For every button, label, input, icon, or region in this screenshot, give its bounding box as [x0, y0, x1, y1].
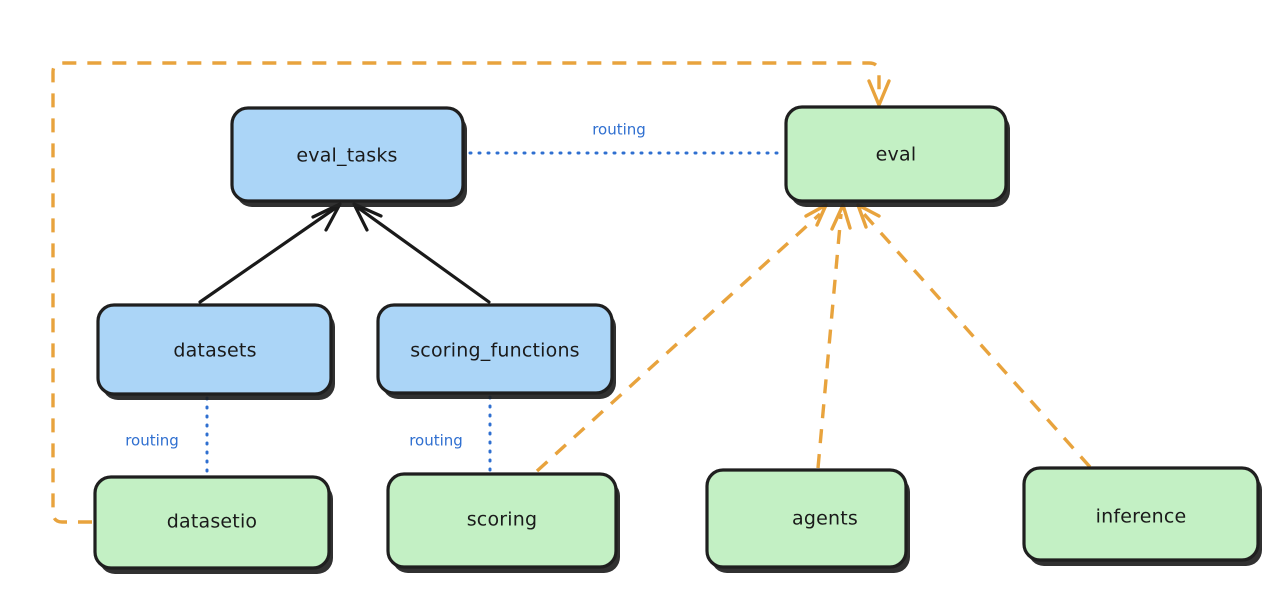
node-eval_tasks-label: eval_tasks — [296, 145, 397, 167]
edge-scoring-to-eval-arrowhead — [804, 203, 828, 227]
edge-agents-to-eval — [816, 203, 852, 469]
edge-datasets-to-eval_tasks-line — [198, 205, 339, 304]
node-eval_tasks-box[interactable] — [230, 106, 465, 203]
node-agents-box[interactable] — [705, 468, 908, 569]
edge-group-routing — [205, 151, 786, 475]
edge-group-inherit — [198, 202, 491, 304]
node-datasets[interactable]: datasets — [96, 303, 335, 400]
node-eval_tasks[interactable]: eval_tasks — [230, 106, 467, 207]
edge-datasetio-to-eval — [51, 61, 891, 524]
edge-agents-to-eval-line — [816, 213, 843, 469]
node-agents-label: agents — [792, 508, 858, 530]
edge-label-routing-eval_tasks-eval: routing — [592, 121, 646, 139]
edge-label-routing-datasets-datasetio: routing — [125, 432, 179, 450]
node-scoring-box[interactable] — [386, 472, 618, 569]
node-datasetio[interactable]: datasetio — [93, 475, 333, 574]
node-agents[interactable]: agents — [705, 468, 910, 573]
node-inference-label: inference — [1096, 506, 1187, 528]
node-inference[interactable]: inference — [1022, 466, 1262, 566]
edge-scoring-to-eval-line — [535, 212, 822, 473]
node-eval[interactable]: eval — [784, 105, 1010, 207]
node-eval-box[interactable] — [784, 105, 1008, 203]
node-scoring_functions-label: scoring_functions — [410, 340, 580, 362]
edge-inference-to-eval-line — [862, 212, 1092, 469]
node-datasetio-label: datasetio — [167, 511, 258, 533]
node-scoring_functions-box[interactable] — [376, 303, 614, 395]
edge-datasetio-to-eval-line — [51, 61, 881, 524]
node-scoring_functions[interactable]: scoring_functions — [376, 303, 616, 399]
edge-label-group: routing routing routing — [125, 121, 646, 450]
node-scoring[interactable]: scoring — [386, 472, 620, 573]
node-scoring-label: scoring — [467, 509, 538, 531]
node-datasetio-box[interactable] — [93, 475, 331, 570]
node-datasets-label: datasets — [173, 340, 256, 362]
edge-label-routing-scoring_functions-scoring: routing — [409, 432, 463, 450]
edge-datasets-to-eval_tasks — [198, 202, 342, 304]
edge-inference-to-eval — [856, 203, 1092, 469]
edge-scoring_functions-to-eval_tasks — [352, 202, 491, 304]
edge-inference-to-eval-arrowhead — [856, 203, 881, 229]
edge-datasetio-to-eval-arrowhead — [867, 79, 891, 107]
node-inference-box[interactable] — [1022, 466, 1260, 562]
node-eval-label: eval — [876, 144, 917, 166]
node-datasets-box[interactable] — [96, 303, 333, 396]
edge-scoring_functions-to-eval_tasks-line — [355, 205, 491, 304]
